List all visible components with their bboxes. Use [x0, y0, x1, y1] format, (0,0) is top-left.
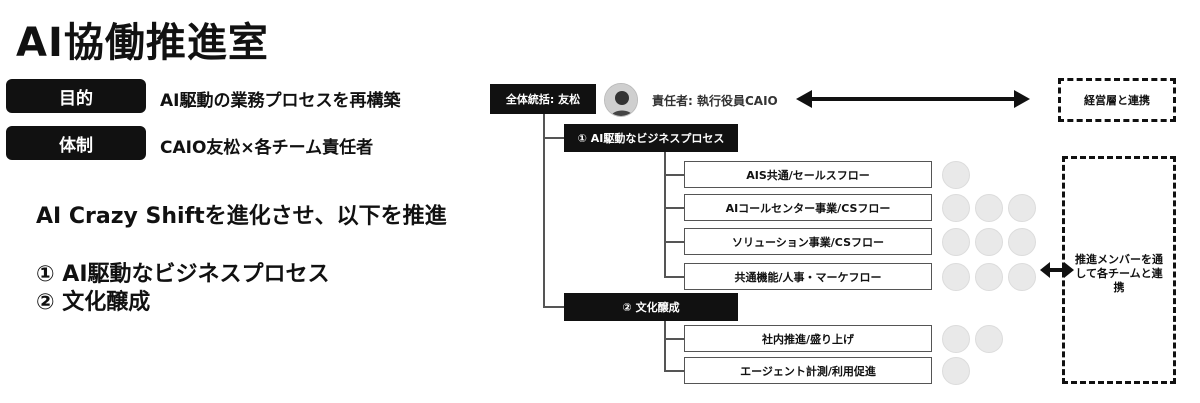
- responsible-text: 責任者: 執行役員CAIO: [652, 94, 778, 108]
- structure-text: CAIO友松×各チーム責任者: [160, 138, 374, 158]
- members-box: 推進メンバーを通して各チームと連携: [1062, 156, 1176, 384]
- connector-line: [664, 174, 684, 176]
- member-avatar: [975, 325, 1003, 353]
- connector-line: [664, 370, 684, 372]
- connector-line: [664, 241, 684, 243]
- connector-line: [664, 338, 684, 340]
- section-1-line: [664, 152, 666, 278]
- member-avatar: [942, 357, 970, 385]
- person-icon: [605, 84, 637, 116]
- member-avatar: [942, 228, 970, 256]
- item-1: ① AI駆動なビジネスプロセス: [36, 262, 330, 287]
- connector-line: [664, 207, 684, 209]
- top-box: 全体統括: 友松: [490, 84, 596, 114]
- member-avatar: [942, 325, 970, 353]
- member-avatar: [975, 228, 1003, 256]
- team-box: エージェント計測/利用促進: [684, 357, 932, 384]
- team-box: 社内推進/盛り上げ: [684, 325, 932, 352]
- item-2: ② 文化醸成: [36, 290, 151, 315]
- branch-line: [543, 137, 565, 139]
- connector-line: [664, 276, 684, 278]
- member-avatar: [942, 263, 970, 291]
- section-2-box: ② 文化醸成: [564, 293, 738, 321]
- team-box: AIS共通/セールスフロー: [684, 161, 932, 188]
- team-box: ソリューション事業/CSフロー: [684, 228, 932, 255]
- team-box: 共通機能/人事・マーケフロー: [684, 263, 932, 290]
- member-avatar: [975, 194, 1003, 222]
- trunk-line: [543, 114, 545, 308]
- double-arrow-icon: [796, 90, 1030, 108]
- purpose-label: 目的: [6, 79, 146, 113]
- members-box-text: 推進メンバーを通して各チームと連携: [1075, 253, 1163, 294]
- avatar: [604, 83, 638, 117]
- lead-text: AI Crazy Shiftを進化させ、以下を推進: [36, 204, 447, 229]
- section-2-line: [664, 321, 666, 371]
- member-avatar: [942, 161, 970, 189]
- member-avatar: [942, 194, 970, 222]
- structure-label: 体制: [6, 126, 146, 160]
- purpose-text: AI駆動の業務プロセスを再構築: [160, 91, 401, 111]
- member-avatar: [1008, 228, 1036, 256]
- member-avatar: [975, 263, 1003, 291]
- branch-line: [543, 306, 565, 308]
- team-box: AIコールセンター事業/CSフロー: [684, 194, 932, 221]
- member-avatar: [1008, 263, 1036, 291]
- section-1-box: ① AI駆動なビジネスプロセス: [564, 124, 738, 152]
- exec-box: 経営層と連携: [1058, 78, 1176, 122]
- page-title: AI協働推進室: [16, 20, 269, 66]
- member-avatar: [1008, 194, 1036, 222]
